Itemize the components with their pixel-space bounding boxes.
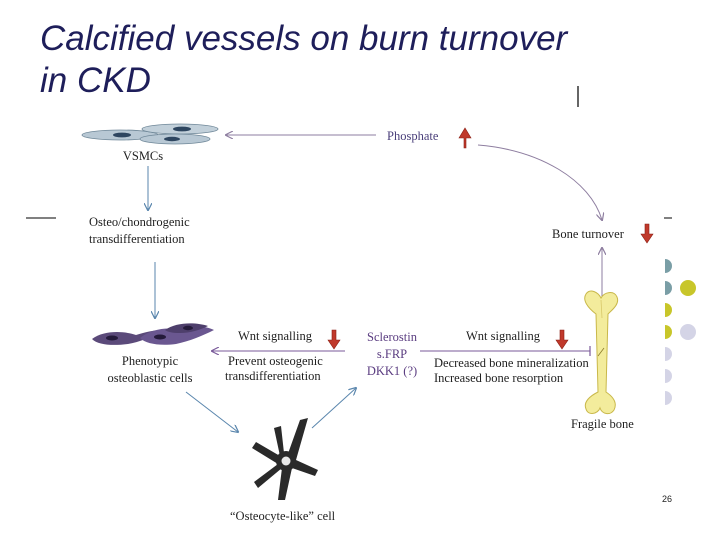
label-dkk1: DKK1 (?) <box>366 364 418 378</box>
label-phenotypic-line2: osteoblastic cells <box>107 371 193 385</box>
red-up-arrow-icon <box>458 127 472 149</box>
fragile-bone-image <box>584 290 619 415</box>
label-phenotypic-line1: Phenotypic <box>121 354 179 368</box>
arrow-phosphate-to-bone-turnover <box>477 144 602 220</box>
label-vsmcs: VSMCs <box>122 149 164 163</box>
label-sclerostin: Sclerostin <box>367 330 417 344</box>
decorative-dots <box>650 255 696 410</box>
label-bone-turnover: Bone turnover <box>552 227 624 241</box>
label-fragile-bone: Fragile bone <box>571 417 634 431</box>
label-prevent-line1: Prevent osteogenic <box>228 354 323 368</box>
title-line-1: Calcified vessels on burn turnover <box>40 19 568 58</box>
slide-title: Calcified vessels on burn turnover in CK… <box>40 18 700 102</box>
label-decreased-mineralization: Decreased bone mineralization <box>434 356 589 370</box>
label-phosphate: Phosphate <box>387 129 439 143</box>
vsmc-cells <box>81 123 219 145</box>
label-osteocyte: “Osteocyte-like” cell <box>230 509 336 523</box>
label-sfrp: s.FRP <box>376 347 408 361</box>
arrow-osteocyte-to-sclerostin <box>311 388 356 429</box>
label-increased-resorption: Increased bone resorption <box>434 371 564 385</box>
red-down-arrow-icon-turnover <box>640 223 654 244</box>
osteocyte-cell <box>252 418 318 500</box>
label-osteo-line2: transdifferentiation <box>89 232 185 246</box>
osteoblastic-cells <box>92 323 214 345</box>
label-wnt-left: Wnt signalling <box>238 329 312 343</box>
red-down-arrow-icon-wnt-left <box>327 329 341 350</box>
red-down-arrow-icon-wnt-right <box>555 329 569 350</box>
label-prevent-line2: transdifferentiation <box>225 369 321 383</box>
title-line-2: in CKD <box>40 61 151 100</box>
label-wnt-right: Wnt signalling <box>466 329 540 343</box>
page-number: 26 <box>662 494 673 504</box>
arrow-phenotypic-to-osteocyte <box>185 391 238 432</box>
label-osteo-line1: Osteo/chondrogenic <box>89 215 190 229</box>
